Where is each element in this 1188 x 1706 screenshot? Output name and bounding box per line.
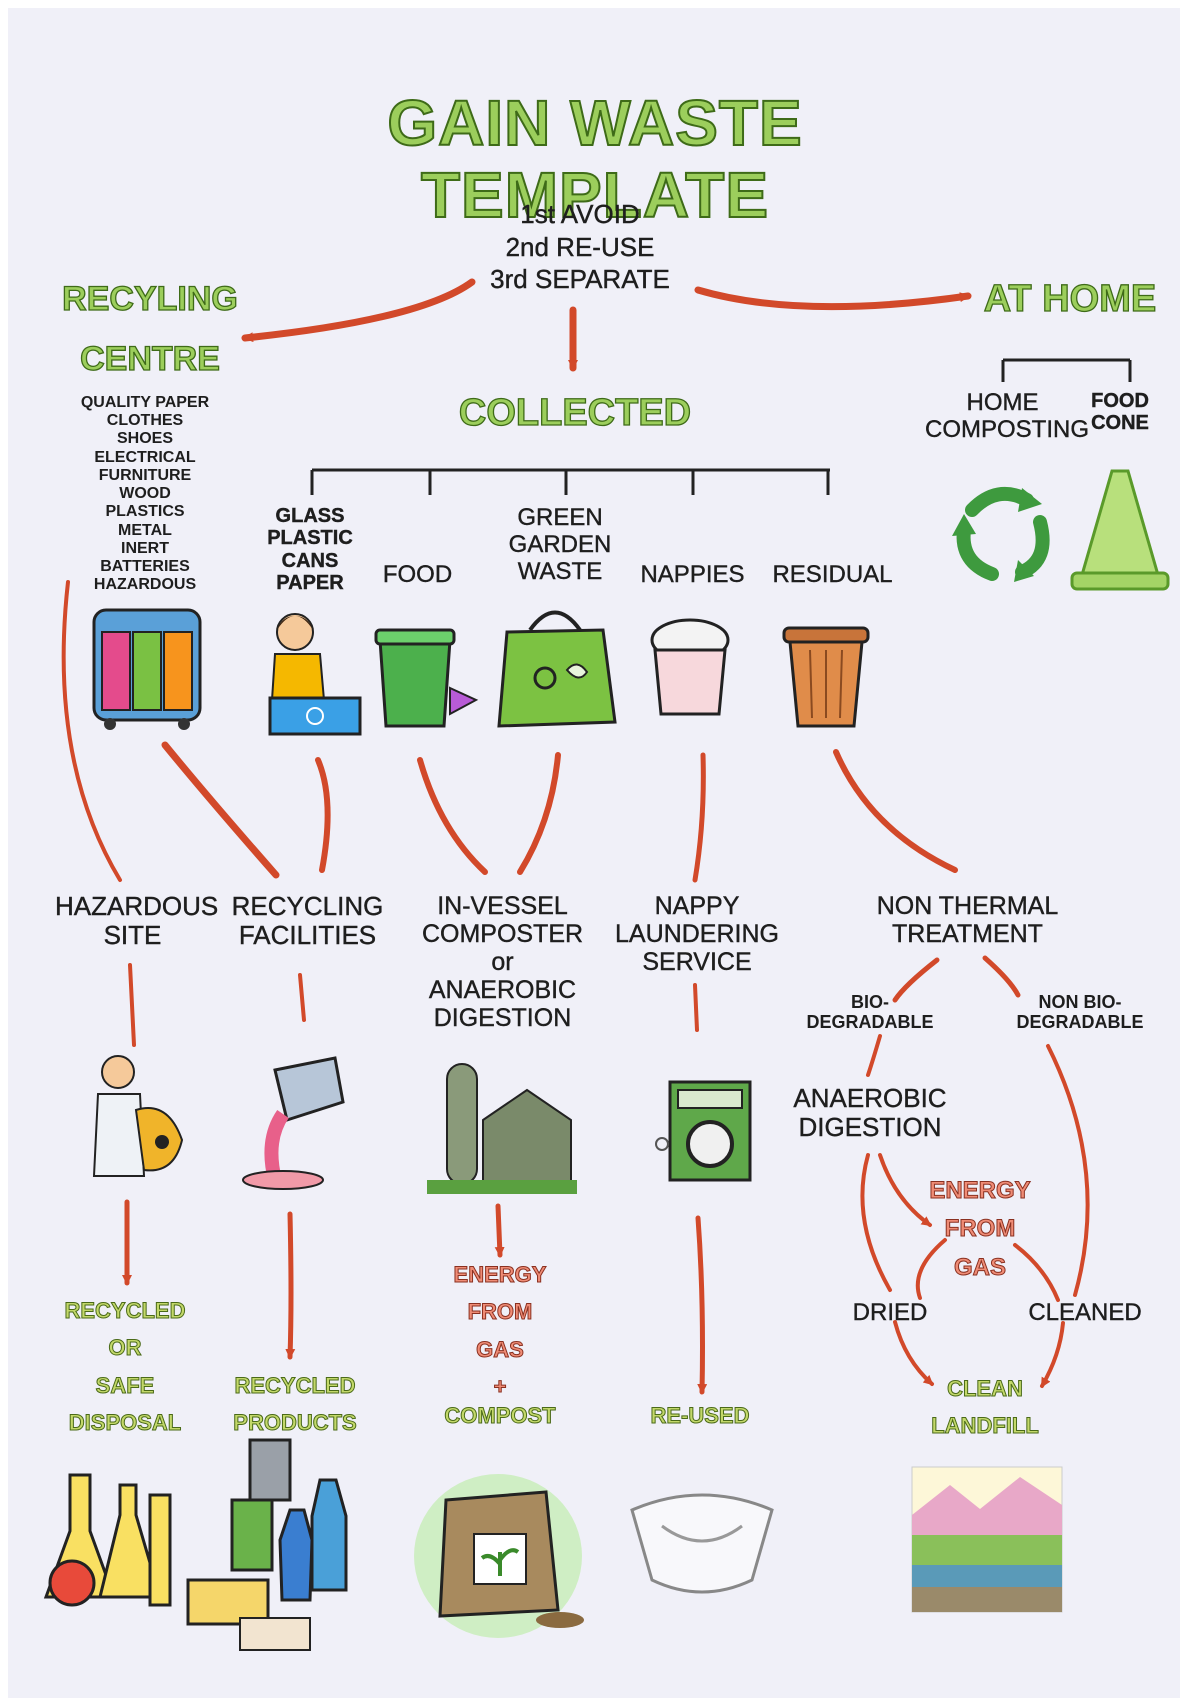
arrow-to-recycling-centre — [241, 278, 476, 343]
home-option-food-cone: FOOD CONE — [1091, 390, 1149, 435]
recycling-centre-heading-2: CENTRE — [79, 339, 220, 378]
treatment-nappy-laundering: NAPPY LAUNDERING SERVICE — [615, 892, 779, 976]
treatment-hazardous-site: HAZARDOUS SITE — [55, 891, 219, 951]
garden-bag-icon — [495, 600, 620, 732]
page-title: GAIN WASTE TEMPLATE — [386, 86, 803, 232]
recycling-bins-icon — [88, 602, 206, 732]
food-caddy-icon — [372, 618, 482, 736]
residual-bin-icon — [782, 618, 870, 733]
link-centre-hazardous — [61, 580, 122, 882]
cleaned-label: CLEANED — [1028, 1299, 1142, 1326]
at-home-heading: AT HOME — [983, 277, 1157, 320]
landfill-icon — [910, 1465, 1065, 1615]
category-glass: GLASS PLASTIC CANS PAPER — [267, 505, 353, 595]
non-biodegradable-label: NON BIO- DEGRADABLE — [1016, 992, 1144, 1033]
link-centre-recycling — [161, 741, 280, 879]
collected-heading: COLLECTED — [458, 391, 692, 434]
link-energy-cleaned — [1013, 1243, 1060, 1302]
recycling-girl-icon — [250, 602, 365, 742]
washing-machine-icon — [648, 1078, 756, 1184]
nappy-icon — [622, 1470, 782, 1610]
compost-bag-icon — [410, 1460, 595, 1640]
recycling-centre-items: QUALITY PAPER CLOTHES SHOES ELECTRICAL F… — [80, 394, 210, 594]
link-laundering-machine — [693, 983, 699, 1032]
molten-pour-icon — [235, 1040, 350, 1195]
collected-bracket — [310, 468, 830, 495]
arrow-silo-energy — [494, 1203, 505, 1258]
link-residual-nonthermal — [833, 749, 958, 873]
outcome-recycled-or-safe-disposal: RECYCLED OR SAFE DISPOSAL — [64, 1298, 186, 1436]
category-green-garden: GREEN GARDEN WASTE — [508, 504, 612, 585]
category-residual: RESIDUAL — [772, 561, 893, 588]
dried-label: DRIED — [852, 1299, 928, 1326]
poster-background — [8, 8, 1180, 1698]
category-nappies: NAPPIES — [640, 561, 745, 588]
link-nappies-laundering — [692, 752, 706, 883]
arrow-anaerobic-energy — [878, 1153, 932, 1227]
outcome-clean-landfill: CLEAN LANDFILL — [931, 1376, 1040, 1439]
link-nonbio-cleaned — [1046, 1044, 1090, 1297]
link-anaerobic-dried — [860, 1153, 892, 1292]
priority-list: 1st AVOID 2nd RE-USE 3rd SEPARATE — [490, 199, 670, 294]
link-food-vessel — [417, 757, 488, 875]
farm-silo-icon — [425, 1050, 580, 1200]
recycling-centre-heading-1: RECYLING — [62, 279, 239, 318]
anaerobic-digestion-label: ANAEROBIC DIGESTION — [793, 1083, 947, 1143]
link-bio-anaerobic — [866, 1034, 882, 1077]
arrow-cleaned-landfill — [1040, 1321, 1065, 1388]
outcome-energy-from-gas: ENERGY FROM GAS + — [453, 1262, 547, 1400]
nappy-bin-icon — [645, 618, 735, 728]
biodegradable-label: BIO- DEGRADABLE — [806, 992, 934, 1033]
link-glass-recycling — [315, 757, 331, 873]
recycled-products-icon — [180, 1430, 375, 1655]
treatment-recycling-facilities: RECYCLING FACILITIES — [231, 891, 384, 951]
link-nonthermal-bio — [892, 957, 940, 1003]
arrow-to-at-home — [694, 286, 972, 311]
arrow-pour-outcome — [285, 1211, 296, 1360]
outcome-compost: COMPOST — [444, 1403, 556, 1428]
link-nonthermal-nonbio — [982, 955, 1021, 998]
category-food: FOOD — [382, 561, 453, 588]
energy-from-gas-label: ENERGY FROM GAS — [929, 1176, 1031, 1281]
link-garden-vessel — [517, 752, 561, 875]
outcome-re-used: RE-USED — [650, 1403, 750, 1428]
compost-arrows-icon — [942, 470, 1067, 595]
arrow-dried-landfill — [893, 1320, 934, 1386]
hazmat-worker-icon — [78, 1050, 190, 1182]
link-recycling-pour — [298, 973, 306, 1022]
link-energy-dried — [915, 1238, 947, 1300]
home-option-composting: HOME COMPOSTING — [925, 389, 1090, 443]
treatment-non-thermal: NON THERMAL TREATMENT — [876, 892, 1059, 948]
outcome-recycled-products: RECYCLED PRODUCTS — [233, 1373, 357, 1436]
food-cone-icon — [1070, 465, 1170, 595]
treatment-in-vessel: IN-VESSEL COMPOSTER or ANAEROBIC DIGESTI… — [421, 892, 584, 1032]
arrow-machine-reused — [695, 1215, 708, 1395]
flasks-icon — [38, 1465, 178, 1615]
home-bracket — [1001, 358, 1132, 382]
link-hazardous-worker — [128, 963, 136, 1047]
